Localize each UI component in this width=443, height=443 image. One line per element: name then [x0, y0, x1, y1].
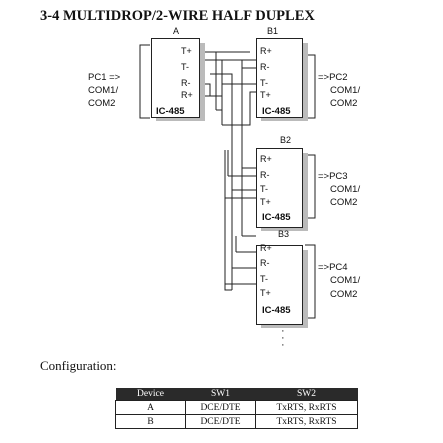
device-b3-pin-tminus: T- — [260, 274, 268, 284]
device-b2-pin-tplus: T+ — [260, 197, 271, 207]
device-a-label: A — [173, 26, 180, 36]
pc1-port-line1: COM1/ — [88, 85, 119, 96]
header-sw1: SW1 — [185, 388, 256, 401]
device-b3-pin-tplus: T+ — [260, 288, 271, 298]
device-b1-pin-tplus: T+ — [260, 90, 271, 100]
device-a-pin-rplus: R+ — [181, 90, 193, 100]
device-b3-pin-rplus: R+ — [260, 243, 272, 253]
cell-sw2: TxRTS, RxRTS — [255, 414, 358, 429]
device-b1-pin-rplus: R+ — [260, 46, 272, 56]
device-a-pin-tplus: T+ — [181, 46, 192, 56]
cell-device: A — [115, 400, 186, 415]
pc1-port-line2: COM2 — [88, 98, 116, 109]
device-b1-pin-rminus: R- — [260, 62, 270, 72]
header-sw2: SW2 — [255, 388, 358, 401]
cell-sw1: DCE/DTE — [185, 400, 256, 415]
device-b2-label: B2 — [280, 135, 292, 145]
cell-sw2: TxRTS, RxRTS — [255, 400, 358, 415]
device-a-pin-tminus: T- — [181, 62, 189, 72]
device-b1-box — [256, 38, 303, 118]
configuration-table: Device SW1 SW2 A DCE/DTE TxRTS, RxRTS B … — [115, 388, 358, 429]
device-b2-box — [256, 148, 303, 228]
pc3-label: =>PC3 — [318, 171, 348, 182]
pc2-port-line2: COM2 — [330, 98, 358, 109]
pc2-port-line1: COM1/ — [330, 85, 361, 96]
device-b2-pin-rminus: R- — [260, 170, 270, 180]
configuration-heading: Configuration: — [40, 358, 117, 373]
diagram-title: 3-4 MULTIDROP/2-WIRE HALF DUPLEX — [40, 8, 315, 24]
device-b3-label: B3 — [278, 229, 290, 239]
device-a-model: IC-485 — [156, 106, 185, 117]
pc1-label: PC1 => — [88, 72, 121, 83]
header-device: Device — [115, 388, 186, 401]
device-b2-pin-rplus: R+ — [260, 154, 272, 164]
pc4-port-line1: COM1/ — [330, 275, 361, 286]
cell-device: B — [115, 414, 186, 429]
device-b3-pin-rminus: R- — [260, 258, 270, 268]
device-b2-model: IC-485 — [262, 212, 291, 223]
device-b1-label: B1 — [267, 26, 279, 36]
table-row: B DCE/DTE TxRTS, RxRTS — [115, 414, 358, 429]
pc3-port-line1: COM1/ — [330, 184, 361, 195]
pc4-label: =>PC4 — [318, 262, 348, 273]
device-a-pin-rminus: R- — [181, 78, 191, 88]
pc2-label: =>PC2 — [318, 72, 348, 83]
device-a-box — [151, 38, 200, 118]
pc3-port-line2: COM2 — [330, 197, 358, 208]
table-header-row: Device SW1 SW2 — [115, 388, 358, 401]
continuation-dots: ··· — [281, 325, 285, 351]
device-b1-model: IC-485 — [262, 106, 291, 117]
device-b3-model: IC-485 — [262, 305, 291, 316]
cell-sw1: DCE/DTE — [185, 414, 256, 429]
device-b1-pin-tminus: T- — [260, 78, 268, 88]
device-b2-pin-tminus: T- — [260, 184, 268, 194]
pc4-port-line2: COM2 — [330, 289, 358, 300]
table-row: A DCE/DTE TxRTS, RxRTS — [115, 400, 358, 415]
device-b3-box — [256, 245, 303, 325]
